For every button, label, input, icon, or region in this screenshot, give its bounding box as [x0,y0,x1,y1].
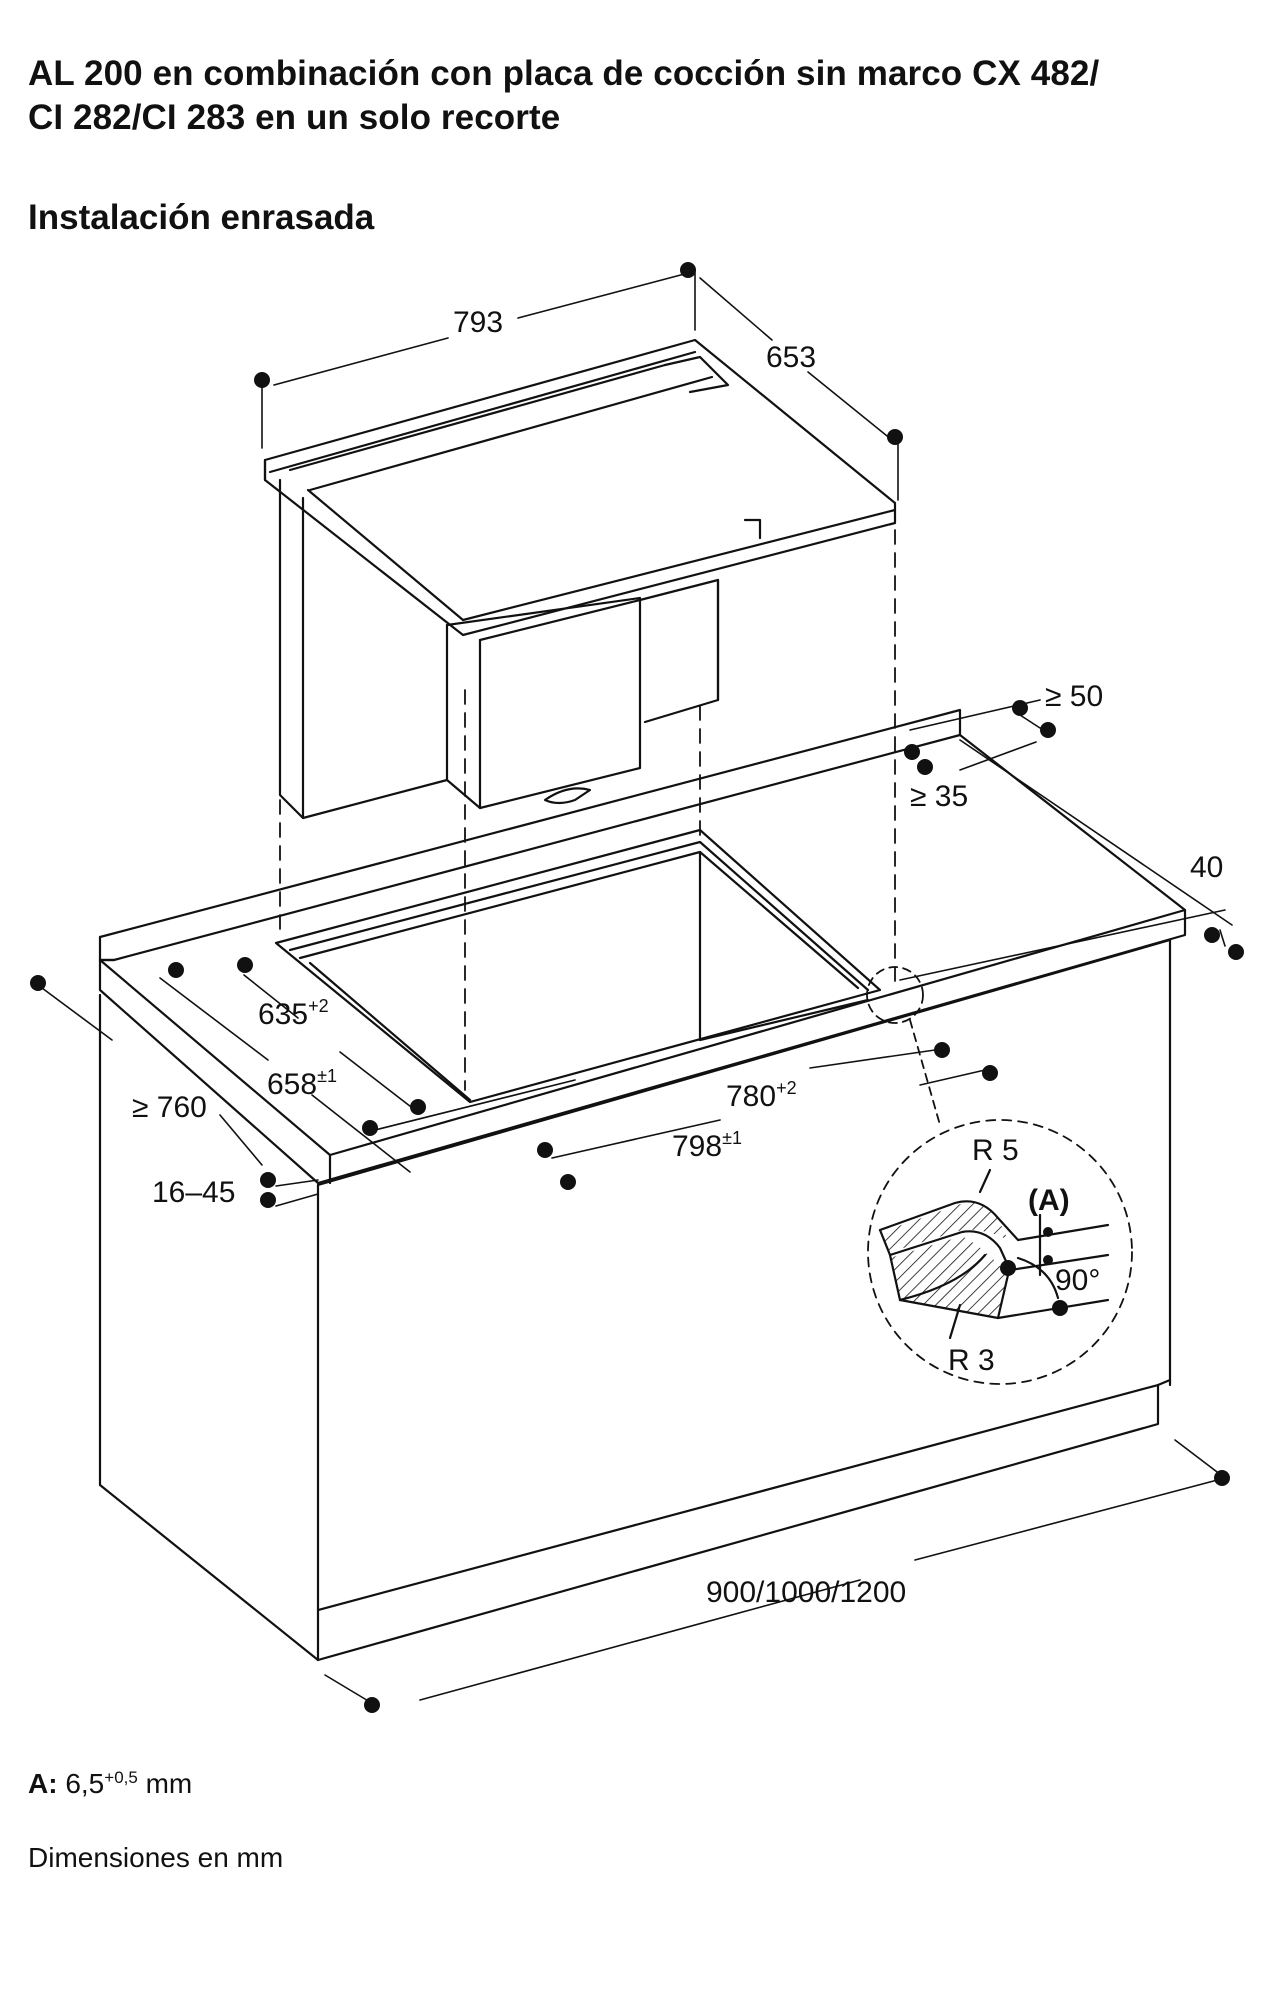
dim-16-45: 16–45 [152,1176,235,1209]
dimension-labels: 793 653 ≥ 50 ≥ 35 40 635+2 658±1 ≥ 760 1… [132,306,1223,1609]
dim-635: 635+2 [258,996,329,1031]
title-line-1: AL 200 en combinación con placa de cocci… [28,54,1100,93]
detail-r3: R 3 [948,1344,995,1377]
title-line-2: CI 282/CI 283 en un solo recorte [28,98,561,137]
countertop-cutout [274,828,882,1104]
page-title: AL 200 en combinación con placa de cocci… [28,52,1099,140]
detail-angle: 90° [1055,1264,1100,1297]
dim-793: 793 [453,306,503,339]
dim-798: 798±1 [672,1128,742,1163]
dim-658: 658±1 [267,1066,337,1101]
footnote-a-unit: mm [145,1768,193,1799]
projection-lines [279,529,896,1091]
page-subtitle: Instalación enrasada [28,198,375,237]
dim-40: 40 [1190,851,1223,884]
dim-653: 653 [766,341,816,374]
dim-widths: 900/1000/1200 [706,1576,906,1609]
detail-a: (A) [1028,1184,1070,1217]
dim-780: 780+2 [726,1078,797,1113]
base-cabinet [98,938,1172,1662]
dim-ge-50: ≥ 50 [1045,680,1103,713]
dimension-dots [30,262,1244,1713]
detail-r5: R 5 [972,1134,1019,1167]
downdraft-hob-unit [263,338,897,820]
dim-ge-760: ≥ 760 [132,1091,207,1124]
dim-ge-35: ≥ 35 [910,780,968,813]
countertop [98,708,1187,1185]
footnote-a-label: A: [28,1768,58,1799]
dimension-lines [41,269,1233,1706]
footnote-a-value: 6,5 [65,1768,105,1799]
footnote-units: Dimensiones en mm [28,1842,284,1873]
footnote-a-tolerance: +0,5 [104,1768,138,1787]
edge-detail [866,966,1133,1385]
footnote-a: A: 6,5+0,5 mm [28,1768,192,1800]
